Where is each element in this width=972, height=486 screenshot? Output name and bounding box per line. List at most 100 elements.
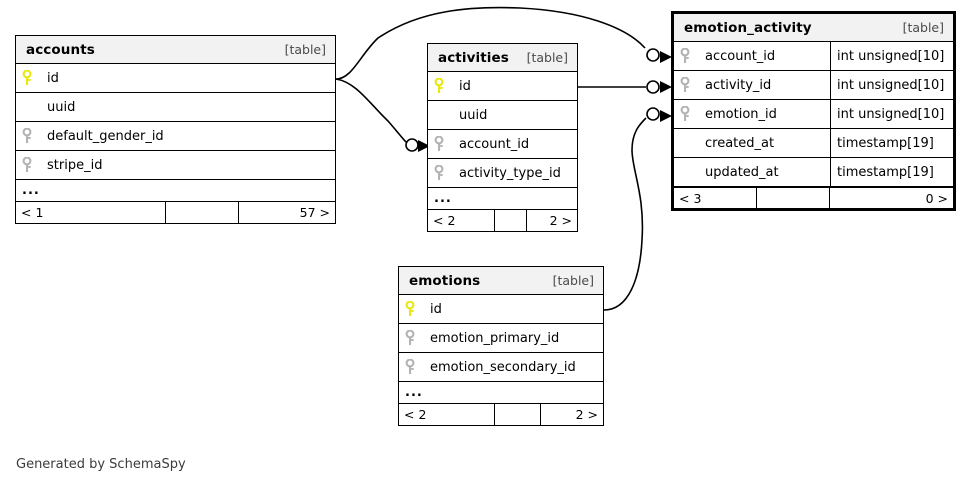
foreign-key-icon (674, 42, 696, 70)
table-title: emotion_activity (684, 19, 812, 36)
generated-by-label: Generated by SchemaSpy (16, 457, 186, 472)
table-row[interactable]: emotion_secondary_id (399, 353, 603, 382)
edge-arrow-activity-id (660, 81, 672, 93)
footer-middle-cell (495, 404, 541, 425)
no-key-spacer (674, 158, 696, 186)
column-name: emotion_secondary_id (430, 359, 576, 375)
column-name: account_id (459, 136, 530, 152)
table-row[interactable]: created_at timestamp[19] (674, 129, 953, 158)
column-name: activity_id (705, 77, 772, 93)
edge-endpoint-circle (405, 138, 419, 152)
foreign-key-icon (16, 122, 38, 150)
column-name: id (430, 301, 442, 317)
table-row[interactable]: uuid (16, 93, 335, 122)
foreign-key-icon (399, 353, 421, 381)
column-name: uuid (47, 99, 76, 115)
column-type: timestamp[19] (830, 129, 953, 157)
table-kind-label: [table] (526, 50, 568, 65)
column-name: default_gender_id (47, 128, 164, 144)
table-header-emotions: emotions [table] (399, 267, 603, 295)
footer-outbound-count[interactable]: 2 > (549, 213, 572, 228)
edge-endpoint-circle (646, 80, 660, 94)
primary-key-icon (399, 295, 421, 323)
table-row[interactable]: activity_type_id (428, 159, 577, 188)
footer-middle-cell (757, 188, 830, 208)
column-type: int unsigned[10] (830, 71, 953, 99)
table-row[interactable]: updated_at timestamp[19] (674, 158, 953, 187)
truncation-indicator: ... (428, 188, 577, 210)
table-row[interactable]: emotion_primary_id (399, 324, 603, 353)
table-header-emotion-activity: emotion_activity [table] (674, 14, 953, 42)
no-key-spacer (16, 93, 38, 121)
foreign-key-icon (16, 151, 38, 179)
footer-outbound-count[interactable]: 2 > (575, 407, 598, 422)
edge-arrow-emotion-id (660, 110, 672, 122)
column-name: updated_at (705, 164, 779, 180)
no-key-spacer (674, 129, 696, 157)
table-header-activities: activities [table] (428, 44, 577, 72)
column-name: account_id (705, 48, 776, 64)
table-row[interactable]: account_id (428, 130, 577, 159)
footer-inbound-count[interactable]: < 3 (674, 188, 757, 208)
table-row[interactable]: emotion_id int unsigned[10] (674, 100, 953, 129)
column-type: timestamp[19] (830, 158, 953, 186)
edge-arrow-account-id (660, 51, 672, 63)
table-row[interactable]: uuid (428, 101, 577, 130)
column-name: uuid (459, 107, 488, 123)
primary-key-icon (428, 72, 450, 100)
table-title: activities (438, 49, 509, 66)
column-name: emotion_primary_id (430, 330, 560, 346)
footer-inbound-count[interactable]: < 2 (399, 404, 495, 425)
table-title: emotions (409, 272, 481, 289)
edge-endpoint-circle (646, 48, 660, 62)
table-row[interactable]: default_gender_id (16, 122, 335, 151)
table-kind-label: [table] (284, 42, 326, 57)
table-footer-activities: < 2 2 > (428, 210, 577, 231)
edge-arrow-activities-account-id (418, 140, 430, 152)
footer-middle-cell (495, 210, 527, 231)
column-name: id (47, 70, 59, 86)
table-row[interactable]: id (399, 295, 603, 324)
foreign-key-icon (674, 71, 696, 99)
column-name: activity_type_id (459, 165, 561, 181)
footer-middle-cell (166, 202, 239, 223)
column-name: stripe_id (47, 157, 103, 173)
column-type: int unsigned[10] (830, 100, 953, 128)
edge-endpoint-circle (646, 107, 660, 121)
truncation-indicator: ... (16, 180, 335, 202)
foreign-key-icon (399, 324, 421, 352)
edge-accounts-id-to-emotion-activity-account-id (335, 6, 646, 80)
table-activities[interactable]: activities [table] id uuid (427, 43, 578, 232)
table-row[interactable]: stripe_id (16, 151, 335, 180)
table-row[interactable]: id (16, 64, 335, 93)
truncation-indicator: ... (399, 382, 603, 404)
table-row[interactable]: account_id int unsigned[10] (674, 42, 953, 71)
table-header-accounts: accounts [table] (16, 36, 335, 64)
table-title: accounts (26, 41, 95, 58)
table-footer-accounts: < 1 57 > (16, 202, 335, 223)
column-name: id (459, 78, 471, 94)
table-footer-emotion-activity: < 3 0 > (674, 187, 953, 208)
edge-accounts-id-to-activities-account-id (335, 78, 407, 143)
table-footer-emotions: < 2 2 > (399, 404, 603, 425)
column-name: emotion_id (705, 106, 777, 122)
primary-key-icon (16, 64, 38, 92)
footer-outbound-count[interactable]: 0 > (925, 190, 948, 206)
table-emotions[interactable]: emotions [table] id emotion_pr (398, 266, 604, 426)
footer-outbound-count[interactable]: 57 > (299, 205, 330, 220)
no-key-spacer (428, 101, 450, 129)
table-kind-label: [table] (552, 273, 594, 288)
foreign-key-icon (674, 100, 696, 128)
footer-inbound-count[interactable]: < 1 (16, 202, 166, 223)
column-type: int unsigned[10] (830, 42, 953, 70)
footer-inbound-count[interactable]: < 2 (428, 210, 495, 231)
foreign-key-icon (428, 130, 450, 158)
table-kind-label: [table] (902, 20, 944, 35)
table-accounts[interactable]: accounts [table] id uuid (15, 35, 336, 224)
foreign-key-icon (428, 159, 450, 187)
table-row[interactable]: activity_id int unsigned[10] (674, 71, 953, 100)
table-emotion-activity[interactable]: emotion_activity [table] account_id int … (671, 11, 956, 211)
table-row[interactable]: id (428, 72, 577, 101)
